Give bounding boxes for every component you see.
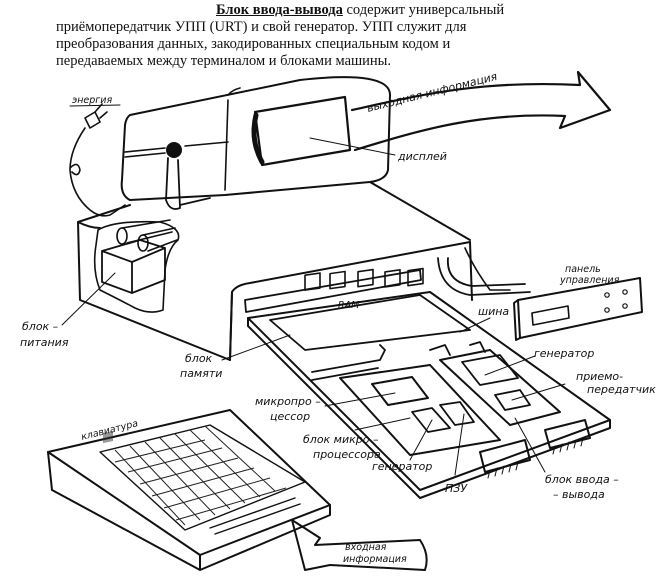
power-unit-label-2: питания bbox=[20, 336, 69, 349]
memory-unit-label-1: блок bbox=[185, 352, 213, 365]
bus-label: шина bbox=[478, 305, 509, 318]
paragraph-line-4: передаваемых между терминалом и блоками … bbox=[56, 53, 392, 69]
control-panel: панель управления bbox=[513, 264, 643, 341]
output-info-label: выходная информация bbox=[366, 70, 499, 115]
paragraph-line-2: приёмопередатчик УПП (URT) и свой генера… bbox=[56, 19, 467, 35]
io-unit-label-2: – вывода bbox=[553, 488, 605, 501]
description-paragraph: Блок ввода-вывода содержит универсальный… bbox=[56, 2, 656, 70]
input-info-arrow: входная информация bbox=[291, 519, 428, 571]
transceiver-label-2: передатчик bbox=[587, 383, 656, 396]
keyboard: клавиатура bbox=[47, 409, 331, 571]
memory-module bbox=[269, 294, 471, 351]
paragraph-line-1: Блок ввода-вывода содержит универсальный bbox=[56, 2, 656, 19]
generator-chip-top bbox=[461, 354, 519, 386]
microprocessor-chip bbox=[371, 376, 429, 406]
display-label: дисплей bbox=[397, 150, 447, 163]
generator-bottom-label: генератор bbox=[372, 460, 432, 473]
microprocessor-block bbox=[339, 364, 501, 456]
circuit-board: RAM bbox=[247, 267, 611, 499]
mp-unit-label-1: блок микро – bbox=[303, 433, 379, 446]
ram-label: RAM bbox=[338, 300, 359, 311]
keyboard-keys bbox=[114, 425, 287, 526]
microprocessor-label-1: микропро – bbox=[255, 395, 321, 408]
control-panel-label-2: управления bbox=[559, 275, 620, 286]
edge-connector-2 bbox=[544, 419, 591, 449]
io-unit-label-1: блок ввода – bbox=[545, 473, 619, 486]
io-unit-block bbox=[439, 349, 561, 426]
rom-label: ПЗУ bbox=[445, 482, 468, 495]
edge-connector-1 bbox=[479, 439, 531, 473]
display-screen bbox=[253, 95, 352, 167]
output-info-arrow: выходная информация bbox=[350, 70, 612, 152]
energy-label: энергия bbox=[72, 95, 112, 106]
io-unit-term: Блок ввода-вывода bbox=[216, 2, 343, 18]
transceiver-label-1: приемо- bbox=[576, 370, 623, 383]
system-unit bbox=[77, 181, 511, 361]
rom-chip bbox=[439, 401, 475, 426]
paragraph-line-3: преобразования данных, закодированных сп… bbox=[56, 36, 451, 52]
generator-chip-bottom bbox=[411, 407, 451, 433]
input-info-label-1: входная bbox=[345, 542, 387, 553]
power-unit-label-1: блок – bbox=[22, 320, 59, 333]
power-plug: энергия bbox=[69, 95, 126, 217]
input-info-label-2: информация bbox=[343, 554, 407, 565]
microprocessor-label-2: цессор bbox=[270, 410, 310, 423]
monitor bbox=[120, 76, 391, 210]
control-panel-label-1: панель bbox=[565, 264, 601, 275]
generator-top-label: генератор bbox=[534, 347, 594, 360]
power-supply-unit bbox=[93, 219, 180, 313]
transceiver-chip bbox=[494, 389, 531, 411]
paragraph-line-1-rest: содержит универсальный bbox=[342, 2, 505, 18]
memory-unit-label-2: памяти bbox=[180, 367, 222, 380]
monitor-knob bbox=[166, 142, 182, 158]
mp-unit-label-2: процессора bbox=[313, 448, 381, 461]
